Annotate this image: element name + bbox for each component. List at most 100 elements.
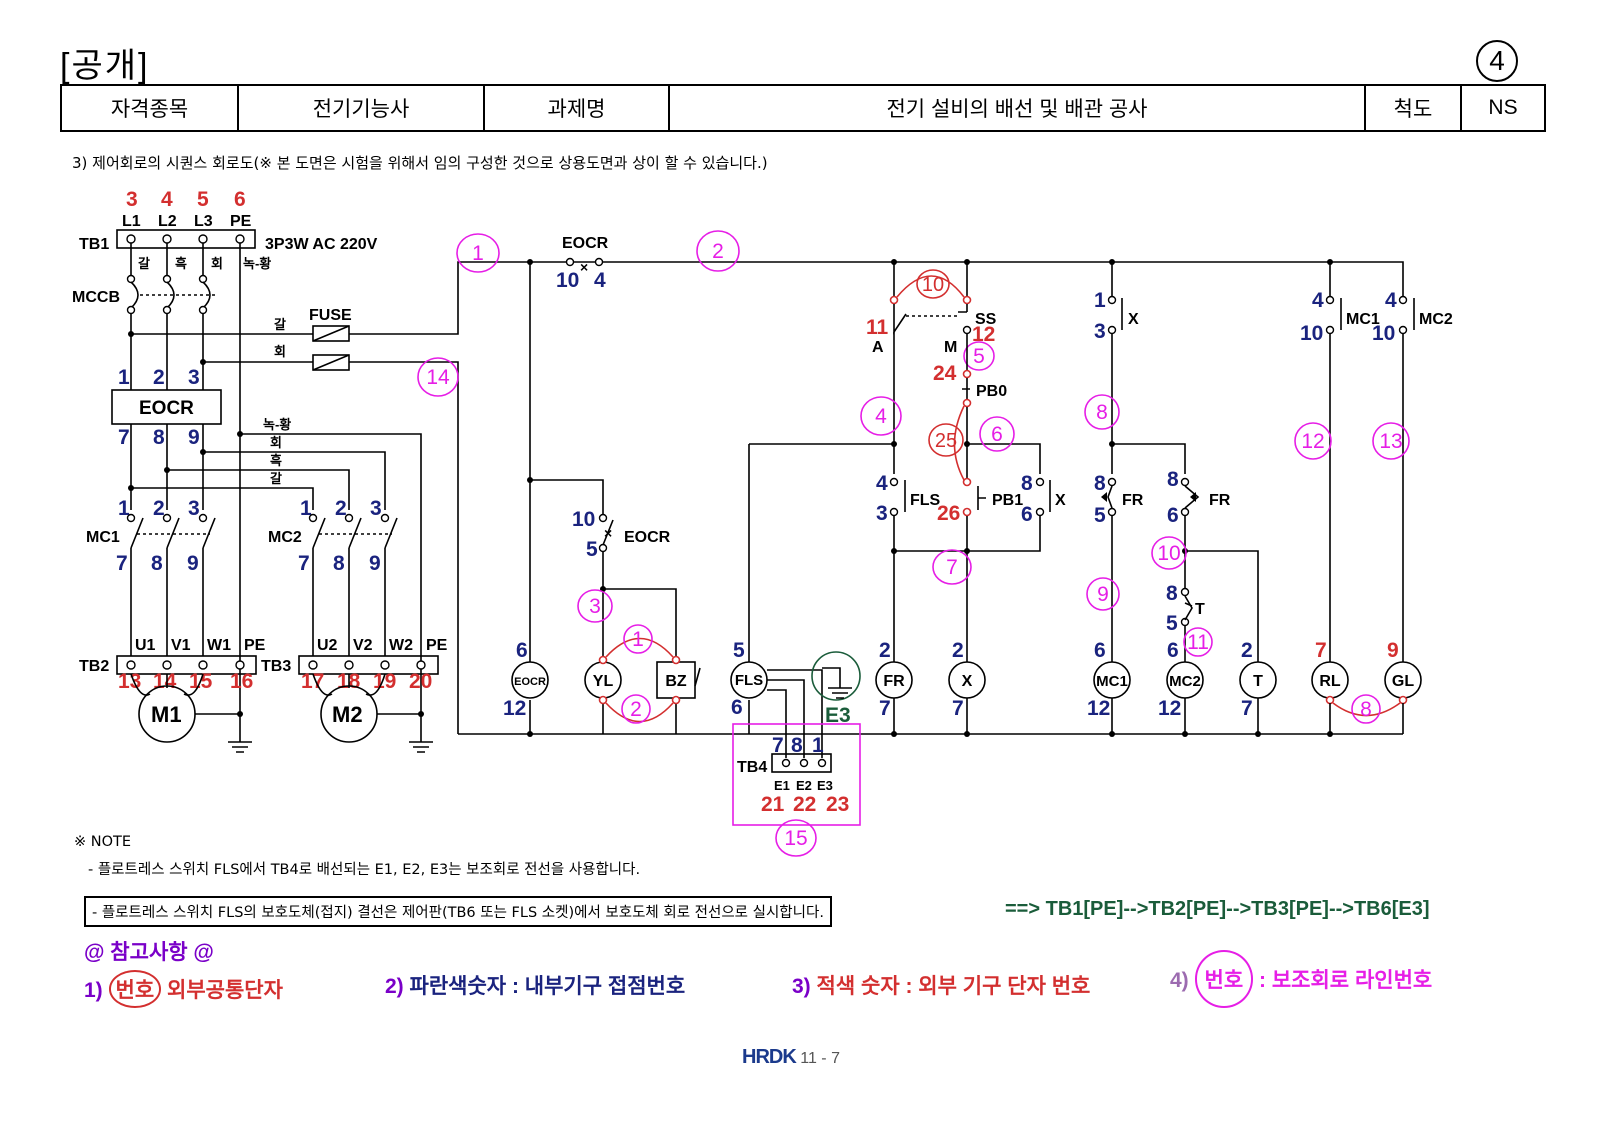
line-num-9-circle bbox=[1086, 577, 1120, 611]
cell-scale-value: NS bbox=[1460, 84, 1546, 132]
t-contact-p8: 8 bbox=[1166, 582, 1178, 605]
fr2-p6: 6 bbox=[1167, 504, 1179, 527]
line-num-5-circle bbox=[963, 341, 995, 371]
mc1-out-9: 9 bbox=[187, 552, 199, 575]
pb0-num-25-circle bbox=[928, 423, 964, 457]
fls-socket: FLS bbox=[730, 661, 768, 699]
mc2-coil-label: MC2 bbox=[1169, 673, 1201, 690]
mc1-aux-p4: 4 bbox=[1312, 289, 1324, 312]
x-relay: X bbox=[948, 661, 986, 699]
tb1-num-l1: 3 bbox=[126, 188, 138, 211]
wire-color-2: 흑 bbox=[175, 256, 187, 271]
ss-num-10-circle bbox=[916, 269, 950, 299]
wire-color-4: 녹-황 bbox=[243, 256, 271, 271]
cell-task-value: 전기 설비의 배선 및 배관 공사 bbox=[668, 84, 1366, 132]
ss-num-11: 11 bbox=[866, 316, 889, 339]
mc2-coil-top: 6 bbox=[1167, 639, 1179, 662]
tb2-num-13: 13 bbox=[118, 670, 141, 693]
ss-label: SS bbox=[975, 311, 997, 328]
fr-relay-label: FR bbox=[883, 673, 905, 690]
tb4-term-e1: E1 bbox=[774, 778, 790, 793]
tb3-term-v2: V2 bbox=[353, 637, 373, 654]
fls-contact-p4: 4 bbox=[876, 472, 888, 495]
yl-bz-num-2: 2 bbox=[630, 698, 642, 721]
legend-item-2: 2) 파란색숫자 : 내부기구 접점번호 bbox=[385, 970, 685, 1000]
fr2-label: FR bbox=[1209, 492, 1231, 509]
legend-1-num: 1) bbox=[84, 979, 103, 1002]
legend-item-1: 1) 번호 외부공통단자 bbox=[84, 970, 283, 1008]
x-relay-label: X bbox=[962, 673, 973, 690]
x-aux-label: X bbox=[1055, 492, 1066, 509]
tb2-term-v1: V1 bbox=[171, 637, 191, 654]
line-num-11-circle bbox=[1183, 627, 1213, 657]
pb1-num-26: 26 bbox=[937, 502, 960, 525]
fuse-2 bbox=[312, 354, 350, 371]
reference-title: @ 참고사항 @ bbox=[84, 941, 214, 964]
rl-gl-num-8-circle bbox=[1351, 694, 1381, 724]
fr-relay-top: 2 bbox=[879, 639, 891, 662]
bz-buzzer: BZ bbox=[656, 661, 701, 699]
line-num-7-circle bbox=[932, 549, 972, 585]
mc2-out-7: 7 bbox=[298, 552, 310, 575]
line-num-7: 7 bbox=[946, 556, 958, 579]
tb1-terminals bbox=[126, 234, 245, 244]
fr-relay-bot: 7 bbox=[879, 697, 891, 720]
eocr-in-2: 2 bbox=[153, 366, 165, 389]
line-num-14-circle bbox=[417, 357, 459, 397]
note-line-1: - 플로트레스 스위치 FLS에서 TB4로 배선되는 E1, E2, E3는 … bbox=[88, 862, 641, 878]
tb4-term-e3: E3 bbox=[817, 778, 833, 793]
mc2-in-3: 3 bbox=[370, 497, 382, 520]
mc1-contacts bbox=[126, 513, 216, 549]
x-aux-p8: 8 bbox=[1021, 472, 1033, 495]
cell-qualification-value: 전기기능사 bbox=[237, 84, 485, 132]
mc1-in-1: 1 bbox=[118, 497, 130, 520]
motor-m2-label: M2 bbox=[332, 702, 363, 727]
line-num-9: 9 bbox=[1097, 583, 1109, 606]
tb3-term-w2: W2 bbox=[389, 637, 413, 654]
tb3-block bbox=[298, 655, 439, 675]
title-block-table: 자격종목 전기기능사 과제명 전기 설비의 배선 및 배관 공사 척도 NS bbox=[60, 84, 1546, 132]
line-num-13-circle bbox=[1372, 422, 1410, 460]
mc1-in-2: 2 bbox=[153, 497, 165, 520]
line-num-10-circle bbox=[1151, 536, 1187, 570]
fuse-1 bbox=[312, 325, 350, 342]
tb1-phase-l3: L3 bbox=[194, 213, 213, 230]
eocr-out-7: 7 bbox=[118, 426, 130, 449]
ss-pos-a: A bbox=[872, 339, 884, 356]
legend-item-3: 3) 적색 숫자 : 외부 기구 단자 번호 bbox=[792, 970, 1090, 1000]
ss-num-12: 12 bbox=[972, 323, 995, 346]
fls-socket-top: 5 bbox=[733, 639, 745, 662]
ss-num-10: 10 bbox=[922, 274, 944, 296]
line-num-8: 8 bbox=[1096, 401, 1108, 424]
tb1-num-pe: 6 bbox=[234, 188, 246, 211]
x-top-label: X bbox=[1128, 311, 1139, 328]
t-contact-p5: 5 bbox=[1166, 612, 1178, 635]
eocr-top-label: EOCR bbox=[562, 235, 609, 252]
x-aux-p6: 6 bbox=[1021, 503, 1033, 526]
mc2-aux-p10: 10 bbox=[1372, 322, 1395, 345]
top-rail bbox=[530, 261, 1404, 300]
rl-lamp: RL bbox=[1311, 661, 1349, 699]
bus-color-3: 흑 bbox=[270, 453, 282, 468]
mc2-label: MC2 bbox=[268, 529, 302, 546]
tb4-highlight-box bbox=[732, 723, 861, 826]
page-number-badge: 4 bbox=[1476, 40, 1518, 82]
tb4-num-23: 23 bbox=[826, 793, 849, 816]
line-num-6: 6 bbox=[991, 423, 1003, 446]
hrdk-logo: HRDK bbox=[742, 1046, 797, 1068]
t-contact-label: T bbox=[1195, 601, 1205, 618]
yl-lamp: YL bbox=[584, 661, 622, 699]
tb1-phase-l2: L2 bbox=[158, 213, 177, 230]
eocr-top-cross-icon: × bbox=[580, 259, 588, 275]
ss-pos-m: M bbox=[944, 339, 957, 356]
tb3-term-pe: PE bbox=[426, 637, 448, 654]
tb1-num-l2: 4 bbox=[161, 188, 173, 211]
line-num-13: 13 bbox=[1379, 430, 1402, 453]
x-top-p1: 1 bbox=[1094, 289, 1106, 312]
yl-bz-num-1: 1 bbox=[632, 628, 644, 651]
tb2-term-pe: PE bbox=[244, 637, 266, 654]
yl-bz-num-1-circle bbox=[623, 624, 653, 654]
ground-icon-1 bbox=[228, 741, 252, 753]
line-num-6-circle bbox=[979, 416, 1015, 452]
